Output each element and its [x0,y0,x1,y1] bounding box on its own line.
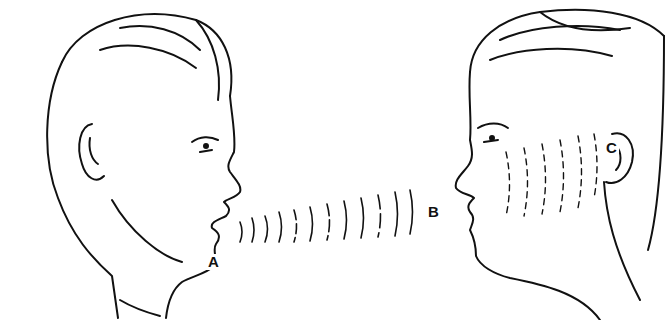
callout-letter: B [426,204,441,220]
sound-waves-cheek [506,134,597,216]
callout-letter: C [604,140,619,156]
listener-head [456,10,664,320]
speaker-head [47,14,240,318]
callout-letter: A [206,254,221,270]
sound-waves [240,190,413,242]
